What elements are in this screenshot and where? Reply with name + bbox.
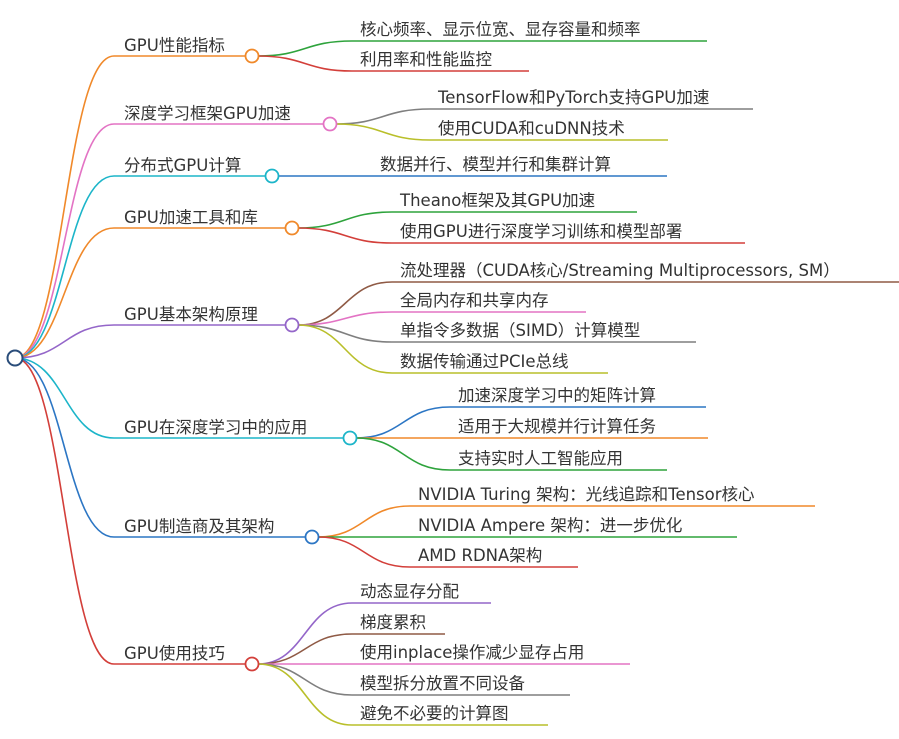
branch-node-circle[interactable] <box>264 168 280 184</box>
leaf-connector <box>335 123 431 141</box>
leaf-connector <box>257 40 353 57</box>
branch-node-circle[interactable] <box>244 656 260 672</box>
mindmap-edges <box>14 40 451 726</box>
branch-node-circle[interactable] <box>342 430 358 446</box>
leaf-label: 避免不必要的计算图 <box>360 704 509 723</box>
root-node-circle[interactable] <box>6 349 24 367</box>
branch-node-circle[interactable] <box>284 317 300 333</box>
leaf-label: AMD RDNA架构 <box>418 546 542 565</box>
leaf-connector <box>257 663 353 696</box>
leaf-label: 支持实时人工智能应用 <box>458 449 623 468</box>
branch-node-circle[interactable] <box>244 48 260 64</box>
branch-label: GPU制造商及其架构 <box>124 517 274 536</box>
branch-label: GPU基本架构原理 <box>124 305 258 324</box>
branch-label: GPU在深度学习中的应用 <box>124 418 307 437</box>
leaf-connector <box>257 602 353 665</box>
leaf-label: 数据传输通过PCIe总线 <box>400 352 569 371</box>
mindmap-nodes <box>6 48 358 672</box>
leaf-label: NVIDIA Ampere 架构：进一步优化 <box>418 516 682 535</box>
leaf-label: 使用inplace操作减少显存占用 <box>360 643 584 662</box>
leaf-connector <box>297 324 393 374</box>
leaf-connector <box>355 406 451 439</box>
leaf-connector <box>317 536 411 568</box>
leaf-label: 加速深度学习中的矩阵计算 <box>458 386 656 405</box>
branch-connector <box>14 357 115 665</box>
branch-node-circle[interactable] <box>322 116 338 132</box>
leaf-connector <box>297 324 393 343</box>
leaf-label: 梯度累积 <box>360 613 426 632</box>
leaf-label: 使用GPU进行深度学习训练和模型部署 <box>400 222 682 241</box>
branch-label: GPU加速工具和库 <box>124 208 258 227</box>
leaf-label: 数据并行、模型并行和集群计算 <box>380 155 611 174</box>
branch-node-circle[interactable] <box>304 529 320 545</box>
leaf-connector <box>297 227 393 244</box>
branch-connector <box>14 324 115 359</box>
leaf-connector <box>257 663 353 726</box>
branch-connector <box>14 55 115 359</box>
leaf-connector <box>257 55 353 72</box>
leaf-connector <box>297 281 393 326</box>
branch-connector <box>14 357 115 538</box>
leaf-label: 全局内存和共享内存 <box>400 291 549 310</box>
leaf-label: 使用CUDA和cuDNN技术 <box>438 119 625 138</box>
branch-node-circle[interactable] <box>284 220 300 236</box>
leaf-label: 单指令多数据（SIMD）计算模型 <box>400 321 640 340</box>
leaf-connector <box>355 437 451 471</box>
leaf-label: NVIDIA Turing 架构：光线追踪和Tensor核心 <box>418 485 755 504</box>
mindmap-underlines <box>114 40 899 726</box>
leaf-connector <box>297 311 393 326</box>
branch-label: 分布式GPU计算 <box>124 156 241 175</box>
mindmap-labels: GPU性能指标 核心频率、显示位宽、显存容量和频率利用率和性能监控深度学习框架GP… <box>124 20 840 723</box>
branch-connector <box>14 227 115 359</box>
branch-connector <box>14 357 115 439</box>
leaf-label: TensorFlow和PyTorch支持GPU加速 <box>437 88 709 107</box>
leaf-label: 适用于大规模并行计算任务 <box>458 417 656 436</box>
leaf-label: 流处理器（CUDA核心/Streaming Multiprocessors, S… <box>400 261 840 280</box>
branch-label: GPU使用技巧 <box>124 644 225 663</box>
branch-connector <box>14 123 115 359</box>
leaf-label: 动态显存分配 <box>360 582 459 601</box>
branch-label: 深度学习框架GPU加速 <box>124 104 291 123</box>
leaf-connector <box>297 211 393 229</box>
leaf-label: 核心频率、显示位宽、显存容量和频率 <box>360 20 641 39</box>
leaf-connector <box>257 633 353 665</box>
leaf-label: 模型拆分放置不同设备 <box>360 674 526 693</box>
branch-label: GPU性能指标 <box>124 36 225 55</box>
leaf-label: Theano框架及其GPU加速 <box>399 191 595 210</box>
leaf-connector <box>335 108 431 125</box>
leaf-connector <box>317 505 411 538</box>
branch-connector <box>14 175 115 359</box>
leaf-label: 利用率和性能监控 <box>360 50 492 69</box>
